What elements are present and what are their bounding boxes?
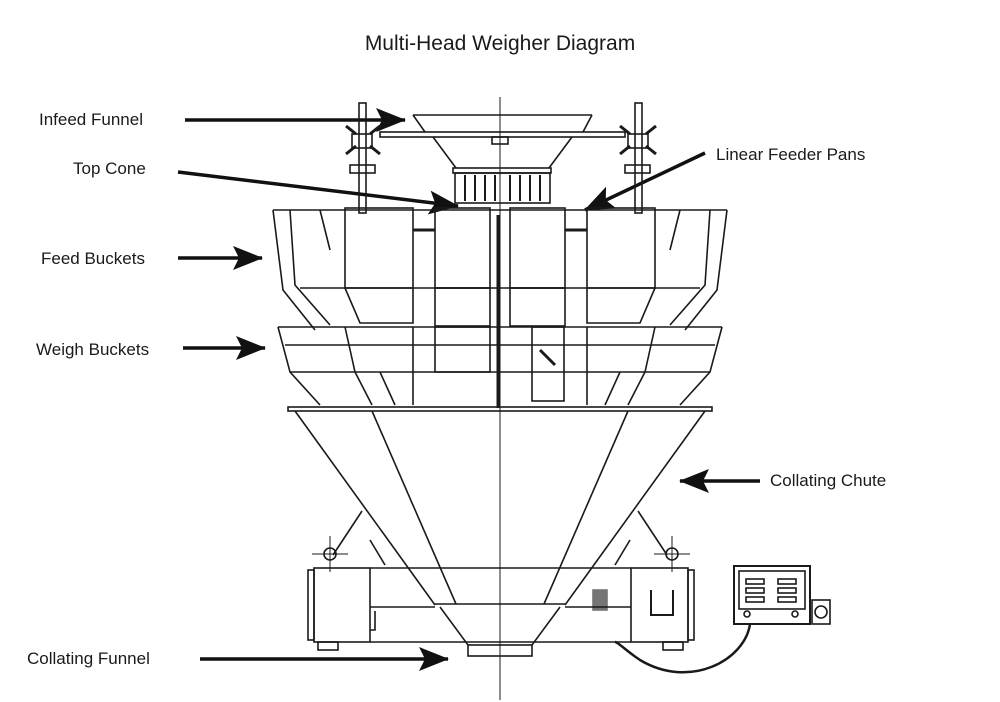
callout-arrows — [177, 108, 760, 671]
weigh-buckets-ring — [277, 215, 723, 408]
arrow-linear-feeder-pans — [584, 151, 706, 212]
label-infeed-funnel: Infeed Funnel — [39, 110, 143, 129]
control-box — [614, 565, 831, 674]
machine — [272, 97, 831, 700]
support-rod-left — [345, 102, 381, 214]
base-frame — [307, 510, 695, 651]
collating-funnel-shape — [435, 603, 565, 657]
diagram-title: Multi-Head Weigher Diagram — [364, 32, 636, 55]
feed-buckets-ring — [272, 207, 728, 331]
arrow-top-cone — [177, 170, 459, 215]
collating-chute-shape — [287, 406, 713, 606]
label-top-cone: Top Cone — [73, 159, 146, 178]
label-weigh-buckets: Weigh Buckets — [36, 340, 150, 359]
infeed-funnel-shape — [379, 114, 626, 169]
label-collating-chute: Collating Chute — [770, 471, 887, 490]
support-rod-right — [619, 102, 657, 214]
label-collating-funnel: Collating Funnel — [27, 649, 150, 668]
label-linear-feeder-pans: Linear Feeder Pans — [716, 145, 866, 164]
top-cone-shape — [452, 167, 552, 204]
label-feed-buckets: Feed Buckets — [41, 249, 145, 268]
